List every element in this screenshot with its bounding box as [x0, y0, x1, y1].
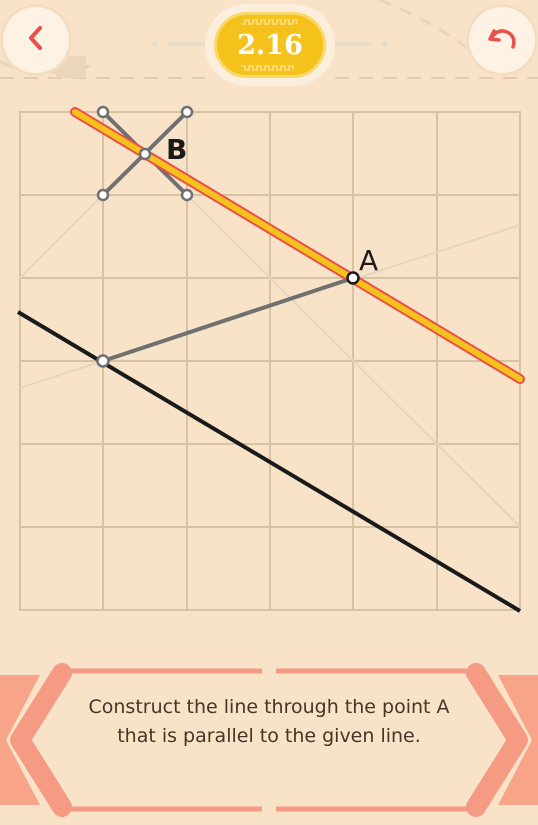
chevron-left-icon: [21, 23, 51, 57]
back-button[interactable]: [0, 4, 72, 76]
grid: [19, 111, 521, 611]
instruction-text: Construct the line through the point A t…: [88, 696, 450, 747]
construction-point[interactable]: [96, 188, 110, 202]
segment-to-a[interactable]: [102, 276, 354, 363]
construction-point[interactable]: [180, 188, 194, 202]
level-number: 2.16: [237, 29, 303, 61]
greek-key-border: [241, 19, 298, 71]
instruction-banner: Construct the line through the point A t…: [0, 655, 538, 825]
top-bar: 2.16: [0, 0, 538, 90]
level-badge: 2.16: [205, 4, 335, 86]
banner-frame: [0, 663, 538, 817]
point-b-label: B: [166, 133, 187, 166]
level-badge-inner: 2.16: [214, 12, 326, 78]
point-a[interactable]: [346, 271, 360, 285]
puzzle-board[interactable]: B A: [0, 90, 538, 650]
undo-button[interactable]: [466, 4, 538, 76]
point-a-label: A: [359, 244, 378, 277]
point-b[interactable]: [138, 147, 152, 161]
point-on-given-line[interactable]: [96, 354, 110, 368]
undo-arrow-icon: [485, 23, 519, 57]
construction-point[interactable]: [180, 105, 194, 119]
construction-point[interactable]: [96, 105, 110, 119]
